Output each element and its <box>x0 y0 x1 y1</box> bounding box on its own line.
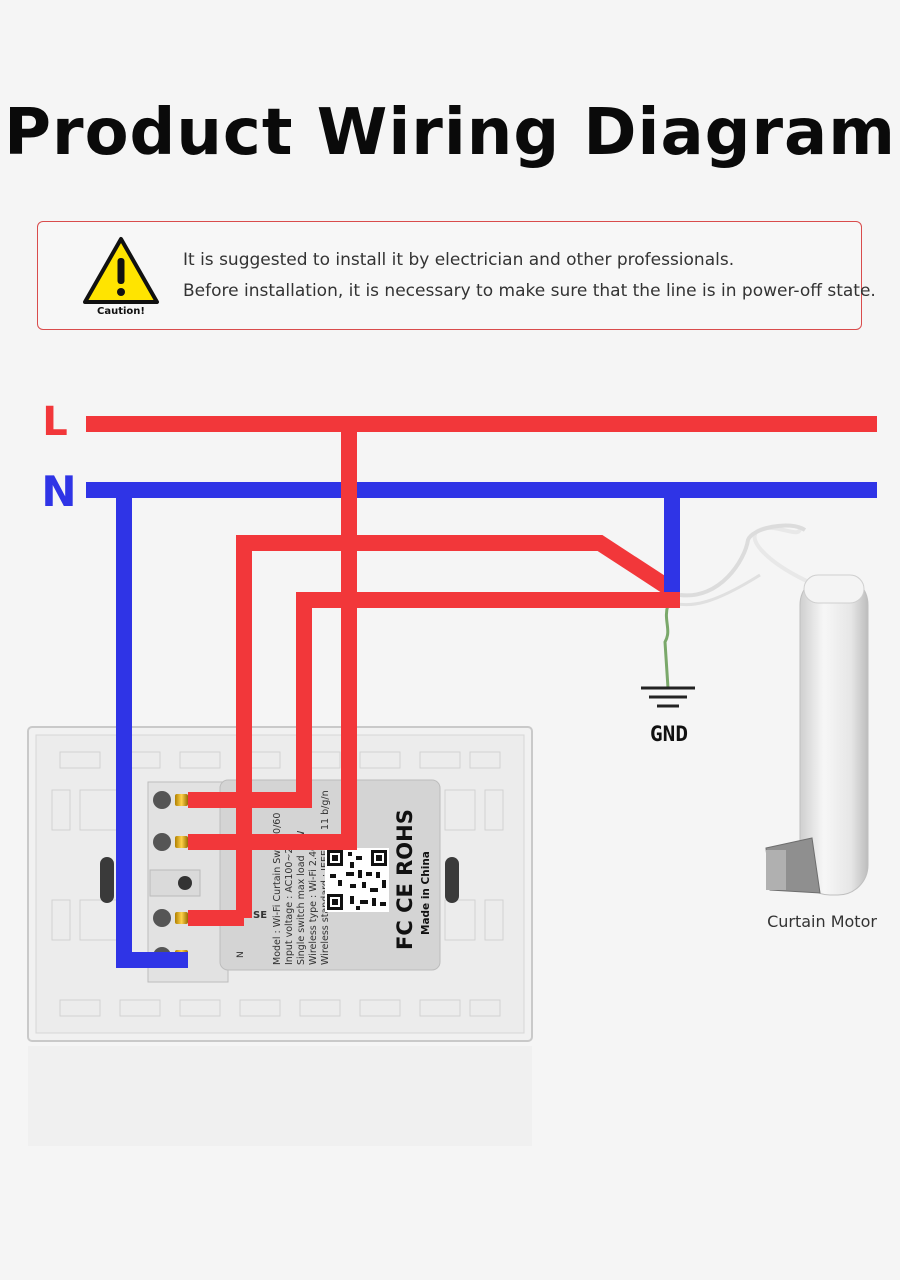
curtain-motor <box>664 523 869 896</box>
caution-notice: Caution! It is suggested to install it b… <box>37 221 876 330</box>
mount-slot-left <box>100 857 114 903</box>
spec-tail-1: 50/60 <box>272 813 283 840</box>
cert-logos: FC CE ROHS <box>393 809 417 950</box>
made-in-china: Made in China <box>420 851 432 935</box>
terminal-se-label: SE <box>253 910 267 921</box>
wires <box>86 416 877 968</box>
plate-reflection <box>28 1046 532 1146</box>
neutral-label: N <box>41 467 76 516</box>
gnd-label: GND <box>650 722 688 746</box>
spec-line-4: Wireless type : Wi-Fi 2.4G <box>308 844 319 965</box>
caution-line-2: Before installation, it is necessary to … <box>183 281 876 301</box>
motor-wire-2 <box>188 592 680 808</box>
spec-tail-3: 11 b/g/n <box>320 790 331 830</box>
mount-slot-right <box>445 857 459 903</box>
warning-icon <box>83 237 159 304</box>
page-title: Product Wiring Diagram <box>4 96 896 170</box>
neutral-to-switch-wire <box>116 490 188 968</box>
plate-grid <box>51 751 504 1017</box>
spec-line-2: Input voltage : AC100~24 <box>284 842 295 966</box>
qr-code <box>325 848 389 912</box>
spec-line-1: Model : Wi-Fi Curtain Swi <box>272 847 283 965</box>
caution-line-1: It is suggested to install it by electri… <box>183 250 735 270</box>
ground-symbol <box>641 604 695 708</box>
motor-wire-1 <box>236 535 677 918</box>
spec-line-3: Single switch max load <box>296 855 307 965</box>
terminal-n-label: N <box>236 951 246 958</box>
curtain-motor-label: Curtain Motor <box>767 912 877 931</box>
caution-label: Caution! <box>97 306 145 317</box>
live-label: L <box>42 399 68 445</box>
